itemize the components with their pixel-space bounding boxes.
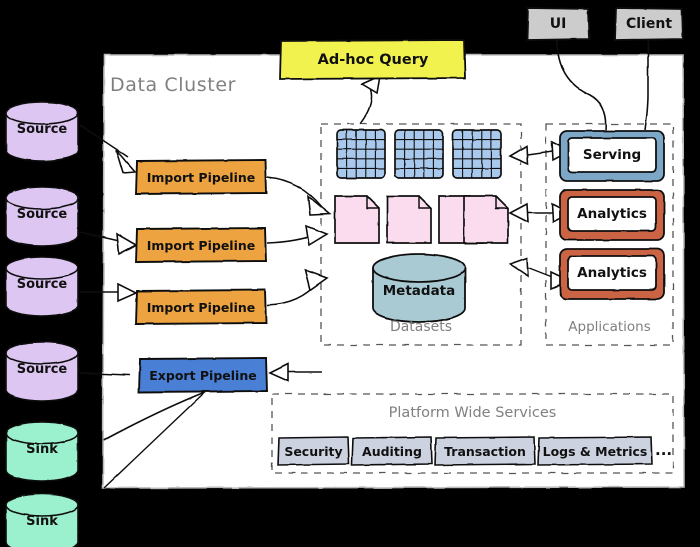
applications-group-border	[545, 123, 674, 346]
application-boxes	[559, 130, 665, 300]
top-node-shapes	[279, 7, 684, 80]
platform-service-chips	[277, 436, 653, 466]
sink-cylinders	[5, 421, 79, 547]
analytics-box-1	[559, 189, 665, 241]
analytics-box-2	[559, 248, 665, 300]
pipeline-to-datasets-arrows	[266, 176, 333, 306]
pipeline-shapes	[135, 159, 268, 393]
client-connector-lines	[556, 39, 649, 131]
export-to-sink-lines	[103, 391, 206, 489]
metadata-cylinder	[372, 253, 466, 323]
dataset-file-icons	[334, 195, 509, 244]
source-cylinders	[5, 101, 79, 402]
source-to-pipeline-arrows	[79, 124, 138, 376]
serving-box	[559, 130, 665, 182]
datasets-to-export-arrow	[268, 362, 322, 383]
dataset-tables	[336, 129, 502, 179]
datasets-group-border	[320, 123, 522, 346]
datasets-to-adhoc-arrow	[359, 74, 382, 125]
